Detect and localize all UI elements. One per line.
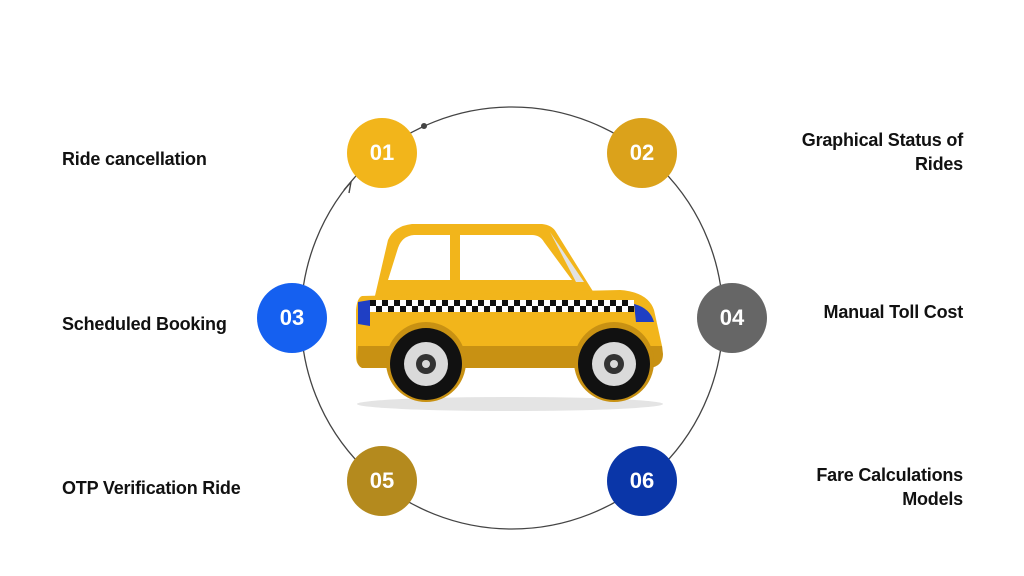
feature-label-05: OTP Verification Ride — [62, 478, 241, 498]
checker-square — [466, 300, 472, 306]
feature-label-04: Manual Toll Cost — [823, 302, 964, 322]
front-wheel — [578, 328, 650, 400]
checker-square — [616, 306, 622, 312]
feature-label-01: Ride cancellation — [62, 149, 207, 169]
step-number-05: 05 — [369, 468, 395, 493]
step-badge-01: 01 — [347, 118, 417, 188]
checker-square — [460, 306, 466, 312]
checker-square — [424, 306, 430, 312]
checker-square — [520, 306, 526, 312]
checker-square — [412, 306, 418, 312]
checker-square — [484, 306, 490, 312]
checker-square — [448, 306, 454, 312]
car-rear-window — [388, 235, 450, 280]
checker-square — [490, 300, 496, 306]
checker-square — [454, 300, 460, 306]
checker-square — [514, 300, 520, 306]
car-windshield — [550, 232, 584, 282]
checker-square — [526, 300, 532, 306]
checker-square — [406, 300, 412, 306]
checker-square — [418, 300, 424, 306]
checker-square — [370, 300, 376, 306]
step-badge-03: 03 — [257, 283, 327, 353]
checker-square — [556, 306, 562, 312]
checker-square — [628, 306, 634, 312]
cycle-start-dot — [421, 123, 427, 129]
checker-square — [538, 300, 544, 306]
checker-square — [382, 300, 388, 306]
rear-wheel — [390, 328, 462, 400]
checker-square — [604, 306, 610, 312]
feature-label-03: Scheduled Booking — [62, 314, 227, 334]
checker-square — [550, 300, 556, 306]
checker-square — [574, 300, 580, 306]
checker-square — [388, 306, 394, 312]
cycle-arrow-icon — [343, 179, 353, 194]
car-head-light — [634, 304, 654, 322]
checker-band — [370, 300, 634, 312]
step-badge-06: 06 — [607, 446, 677, 516]
checker-square — [610, 300, 616, 306]
checker-square — [502, 300, 508, 306]
checker-square — [508, 306, 514, 312]
checker-square — [622, 300, 628, 306]
checker-square — [598, 300, 604, 306]
feature-label-02: Graphical Status of Rides — [801, 130, 963, 174]
step-number-03: 03 — [279, 305, 305, 330]
taxi-car-icon — [356, 224, 663, 411]
checker-square — [442, 300, 448, 306]
checker-square — [544, 306, 550, 312]
checker-square — [400, 306, 406, 312]
checker-square — [394, 300, 400, 306]
car-tail-light — [358, 300, 370, 326]
checker-square — [496, 306, 502, 312]
checker-square — [478, 300, 484, 306]
checker-square — [472, 306, 478, 312]
checker-square — [580, 306, 586, 312]
step-number-04: 04 — [719, 305, 745, 330]
checker-square — [568, 306, 574, 312]
car-front-window — [460, 235, 572, 280]
checker-square — [430, 300, 436, 306]
checker-square — [532, 306, 538, 312]
checker-square — [586, 300, 592, 306]
feature-label-06: Fare Calculations Models — [816, 465, 963, 509]
step-badge-04: 04 — [697, 283, 767, 353]
checker-square — [592, 306, 598, 312]
checker-square — [436, 306, 442, 312]
checker-square — [562, 300, 568, 306]
checker-square — [376, 306, 382, 312]
step-number-02: 02 — [629, 140, 655, 165]
step-badge-02: 02 — [607, 118, 677, 188]
step-badge-05: 05 — [347, 446, 417, 516]
step-number-01: 01 — [369, 140, 395, 165]
step-number-06: 06 — [629, 468, 655, 493]
